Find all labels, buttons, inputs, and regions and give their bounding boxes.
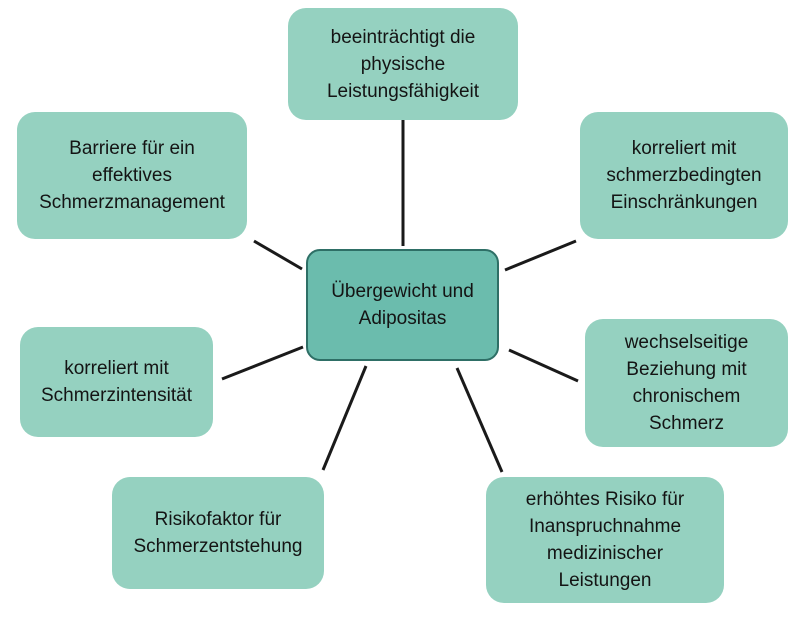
node-pain-intensity: korreliert mit Schmerzintensität	[20, 327, 213, 437]
node-label: erhöhtes Risiko für Inanspruchnahme medi…	[525, 489, 685, 591]
node-medical-services-risk: erhöhtes Risiko für Inanspruchnahme medi…	[486, 477, 724, 603]
connector-bottom-right	[455, 367, 504, 473]
connector-top-left	[253, 239, 303, 271]
connector-mid-left	[221, 345, 304, 381]
center-node-obesity: Übergewicht und Adipositas	[306, 249, 499, 361]
node-label: korreliert mit Schmerzintensität	[40, 358, 192, 406]
node-physical-performance: beeinträchtigt die physische Leistungsfä…	[288, 8, 518, 120]
center-label: Übergewicht und Adipositas	[331, 281, 474, 329]
node-label: korreliert mit schmerzbedingten Einschrä…	[606, 138, 762, 213]
node-chronic-pain-relationship: wechselseitige Beziehung mit chronischem…	[585, 319, 788, 447]
connector-top-right	[504, 239, 577, 272]
node-risk-factor-pain-onset: Risikofaktor für Schmerzentstehung	[112, 477, 324, 589]
connector-bottom-left	[321, 365, 368, 471]
node-pain-management-barrier: Barriere für ein effektives Schmerzmanag…	[17, 112, 247, 239]
node-pain-related-limitations: korreliert mit schmerzbedingten Einschrä…	[580, 112, 788, 239]
node-label: Barriere für ein effektives Schmerzmanag…	[39, 138, 225, 213]
node-label: wechselseitige Beziehung mit chronischem…	[624, 332, 749, 434]
node-label: Risikofaktor für Schmerzentstehung	[133, 509, 303, 557]
connector-mid-right	[508, 348, 579, 383]
node-label: beeinträchtigt die physische Leistungsfä…	[326, 26, 480, 102]
